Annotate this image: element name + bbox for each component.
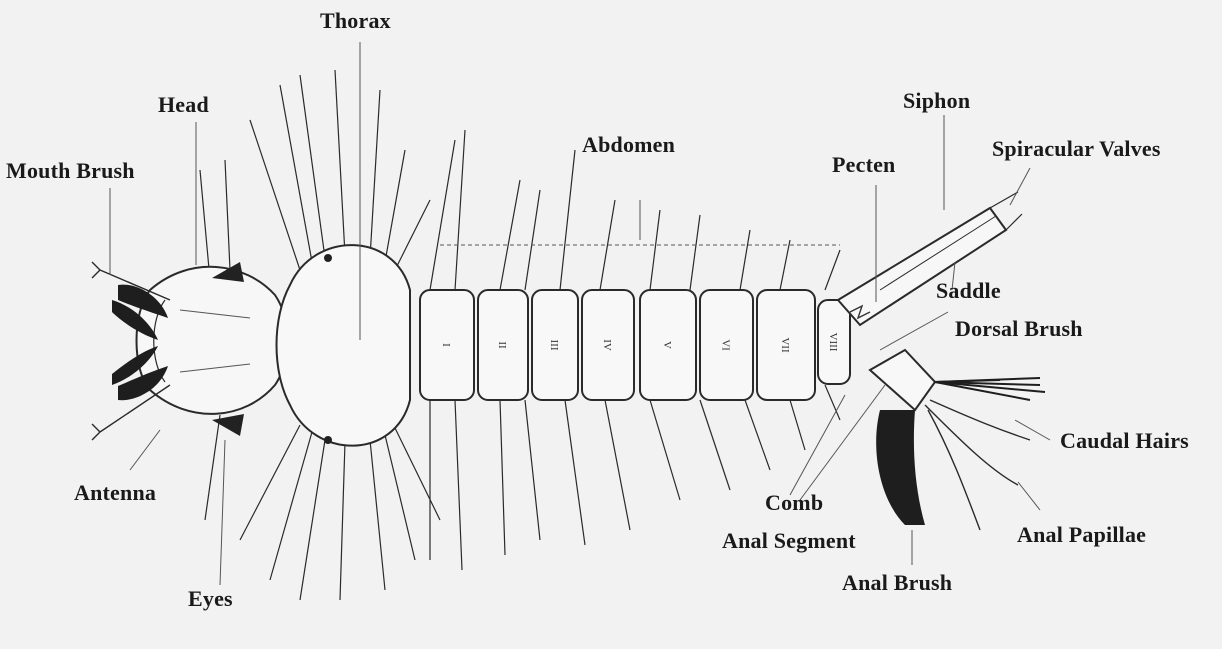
seta-hair <box>430 140 455 290</box>
seta-hair <box>370 440 385 590</box>
seta-hair <box>740 230 750 290</box>
label-head: Head <box>158 92 209 118</box>
anal-brush <box>876 410 925 525</box>
seta-hair <box>340 442 345 600</box>
segment-numeral: VII <box>779 337 791 353</box>
label-anal-brush: Anal Brush <box>842 570 952 596</box>
seta-hair <box>745 400 770 470</box>
label-eyes: Eyes <box>188 586 233 612</box>
seta-hair <box>300 440 325 600</box>
seta-hair <box>825 385 840 420</box>
label-caudal-hairs: Caudal Hairs <box>1060 428 1189 454</box>
seta-hair <box>500 400 505 555</box>
seta-hair <box>780 240 790 290</box>
label-siphon: Siphon <box>903 88 970 114</box>
segment-numeral: II <box>496 341 508 349</box>
seta-hair <box>200 170 210 280</box>
seta-hair <box>560 150 575 290</box>
label-anal-segment: Anal Segment <box>722 528 856 554</box>
label-dorsal-brush: Dorsal Brush <box>955 316 1083 342</box>
segment-numeral: VI <box>720 339 732 351</box>
segment-numeral: IV <box>601 339 613 351</box>
seta-hair <box>690 215 700 290</box>
seta-hair <box>525 190 540 290</box>
label-antenna: Antenna <box>74 480 156 506</box>
dorsal-brush <box>935 378 1045 400</box>
seta-hair <box>385 150 405 262</box>
label-thorax: Thorax <box>320 8 391 34</box>
seta-hair <box>650 400 680 500</box>
seta-hair <box>280 85 312 262</box>
seta-hair <box>205 415 220 520</box>
seta-hair <box>335 70 345 255</box>
seta-hair <box>240 425 300 540</box>
label-comb: Comb <box>765 490 823 516</box>
seta-hair <box>270 432 312 580</box>
thorax <box>277 245 411 446</box>
seta-hair <box>300 75 325 258</box>
seta-hair <box>250 120 300 270</box>
anal-papillae <box>925 400 1030 530</box>
seta-hair <box>565 400 585 545</box>
label-pecten: Pecten <box>832 152 896 178</box>
seta-hair <box>700 400 730 490</box>
anal-segment-shape <box>870 350 935 410</box>
segment-numeral: I <box>440 343 452 347</box>
seta-hair <box>455 400 462 570</box>
seta-hair <box>790 400 805 450</box>
label-anal-papillae: Anal Papillae <box>1017 522 1146 548</box>
segment-numeral: VIII <box>827 333 839 352</box>
label-abdomen: Abdomen <box>582 132 675 158</box>
segment-numeral: V <box>661 341 673 349</box>
segment-numeral: III <box>548 340 560 351</box>
seta-hair <box>650 210 660 290</box>
seta-hair <box>225 160 230 270</box>
seta-hair <box>525 400 540 540</box>
seta-hair <box>395 200 430 270</box>
label-saddle: Saddle <box>936 278 1001 304</box>
label-spiracular-valves: Spiracular Valves <box>992 136 1161 162</box>
siphon-tube <box>838 192 1022 325</box>
seta-hair <box>500 180 520 290</box>
seta-hair <box>385 435 415 560</box>
seta-hair <box>370 90 380 258</box>
seta-hair <box>605 400 630 530</box>
label-mouth-brush: Mouth Brush <box>6 158 135 184</box>
seta-hair <box>825 250 840 290</box>
seta-hair <box>455 130 465 290</box>
